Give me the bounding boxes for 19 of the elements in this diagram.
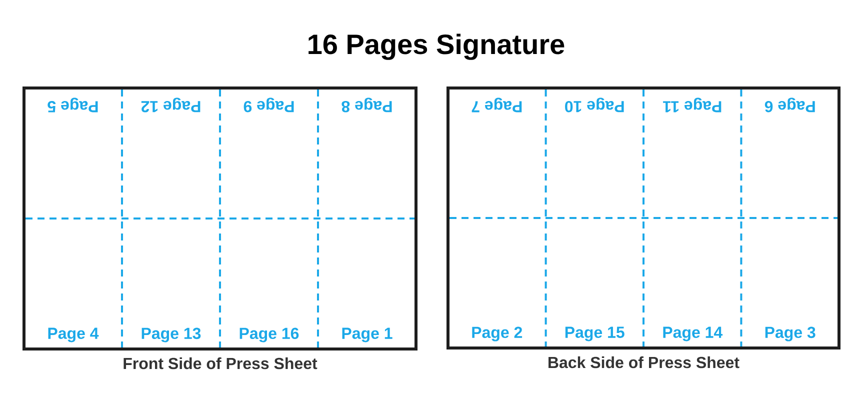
sheet-caption: Back Side of Press Sheet bbox=[548, 356, 740, 368]
page-label: Page 5 bbox=[48, 98, 98, 112]
page-label: Page 13 bbox=[142, 328, 201, 342]
page-label: Page 4 bbox=[48, 328, 99, 342]
page-label: Page 9 bbox=[244, 98, 294, 112]
page-label: Page 16 bbox=[240, 328, 299, 342]
page-label: Page 1 bbox=[342, 328, 392, 342]
page-label: Page 6 bbox=[764, 98, 815, 112]
page-label: Page 14 bbox=[663, 326, 723, 342]
page-label: Page 15 bbox=[565, 326, 624, 342]
page-label: Page 2 bbox=[472, 326, 522, 342]
page-label: Page 3 bbox=[765, 326, 816, 342]
title: 16 Pages Signature bbox=[308, 34, 564, 60]
page-label: Page 8 bbox=[342, 98, 392, 112]
page-label: Page 7 bbox=[472, 98, 522, 112]
sheet-caption: Front Side of Press Sheet bbox=[124, 357, 318, 370]
page-label: Page 10 bbox=[565, 98, 624, 112]
page-label: Page 11 bbox=[663, 98, 722, 112]
page-label: Page 12 bbox=[141, 98, 200, 112]
